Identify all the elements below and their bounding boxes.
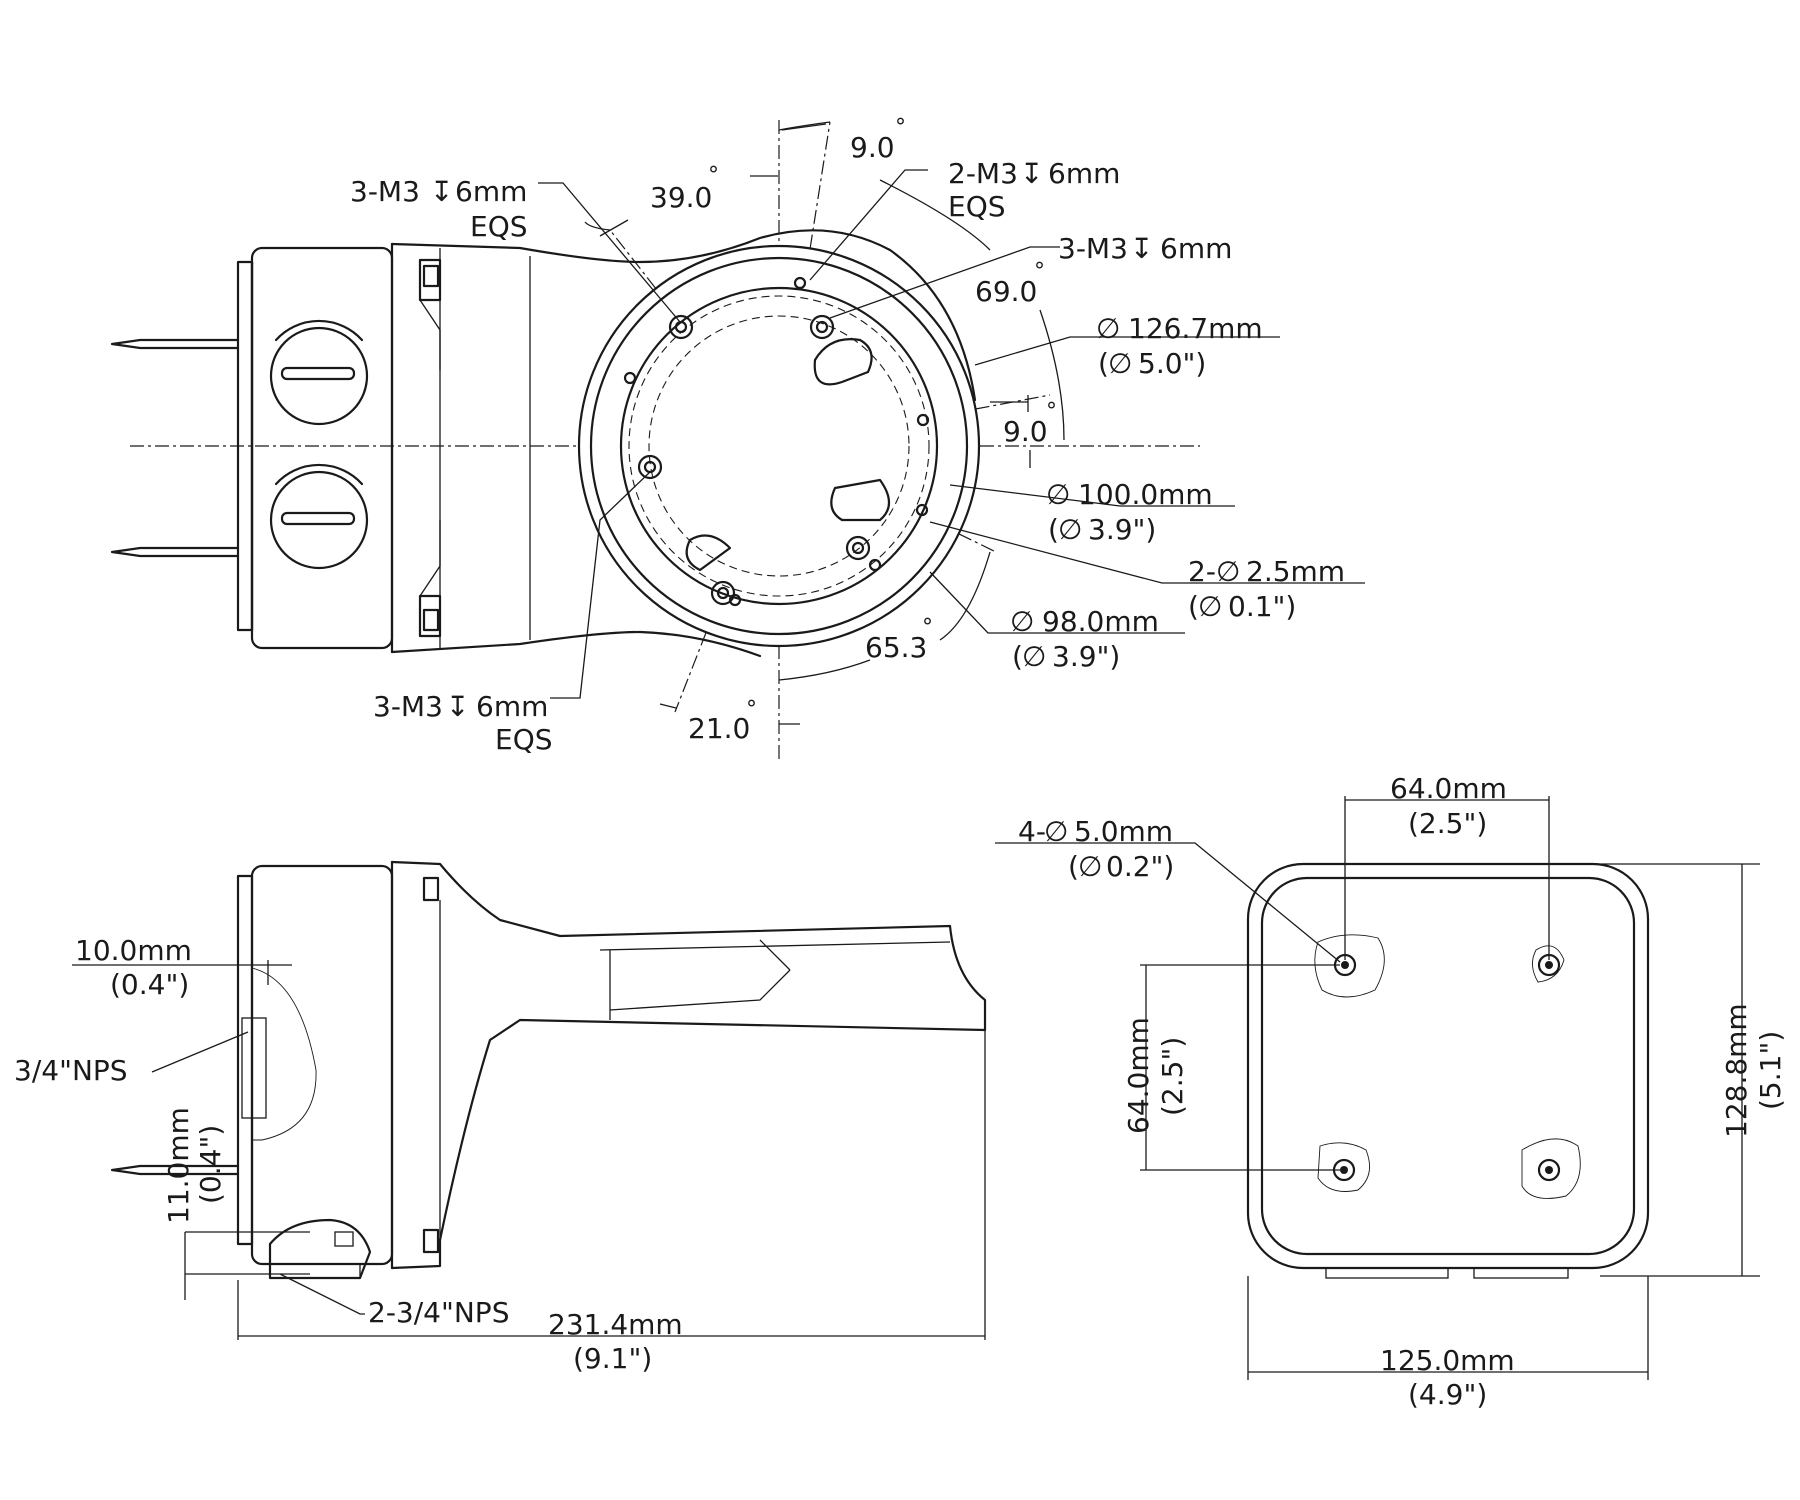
- m3-right-top-depth: 6mm: [1048, 157, 1120, 190]
- diameter-symbol: ∅: [1216, 555, 1240, 588]
- diameter-symbol: ∅: [1010, 605, 1034, 638]
- side-dim-231-in: (9.1"): [573, 1342, 652, 1375]
- m3-left-top-eqs: EQS: [470, 210, 528, 243]
- side-dim-11-in: (0.4"): [194, 1125, 227, 1204]
- screw-cap-bottom: [269, 463, 369, 570]
- back-dim-125-in: (4.9"): [1408, 1378, 1487, 1411]
- diameter-126-mm: 126.7mm: [1128, 312, 1263, 345]
- angle-39: 39.0: [650, 181, 712, 214]
- diameter-25-in: 0.1"): [1228, 590, 1296, 623]
- hole-2-count: 2-: [1188, 555, 1216, 588]
- bottom-conduit-thread: 2-3/4"NPS: [368, 1296, 509, 1329]
- degree-symbol: °: [1034, 259, 1045, 284]
- holes-diameter-in: 0.2"): [1106, 850, 1174, 883]
- diameter-100-in: 3.9"): [1088, 513, 1156, 546]
- m3-left-bottom-depth: 6mm: [476, 690, 548, 723]
- diameter-126-in: 5.0"): [1138, 347, 1206, 380]
- m3-right-top-thread: 2-M3: [948, 157, 1018, 190]
- holes-diameter-mm: 5.0mm: [1074, 815, 1173, 848]
- top-view: 3-M3 ↧ 6mm EQS 9.0 ° 39.0 ° 2-M3 ↧ 6mm E…: [110, 115, 1365, 760]
- back-dim-64-v-mm: 64.0mm: [1122, 1017, 1155, 1134]
- m3-left-bottom-thread: 3-M3: [373, 690, 443, 723]
- angle-9-top: 9.0: [850, 131, 895, 164]
- degree-symbol: °: [922, 615, 933, 640]
- side-dim-231-mm: 231.4mm: [548, 1308, 683, 1341]
- depth-symbol: ↧: [430, 175, 453, 208]
- side-dim-10-mm: 10.0mm: [75, 934, 192, 967]
- diameter-98-paren: (: [1012, 640, 1023, 673]
- back-dim-64-h-in: (2.5"): [1408, 807, 1487, 840]
- diameter-symbol: ∅: [1022, 640, 1046, 673]
- mounting-hole-br: [1521, 1138, 1581, 1199]
- diameter-100-paren: (: [1048, 513, 1059, 546]
- depth-symbol: ↧: [1130, 232, 1153, 265]
- diameter-98-in: 3.9"): [1052, 640, 1120, 673]
- holes-paren: (: [1068, 850, 1079, 883]
- diameter-symbol: ∅: [1044, 815, 1068, 848]
- diameter-symbol: ∅: [1108, 347, 1132, 380]
- m3-left-bottom-eqs: EQS: [495, 723, 553, 756]
- m3-left-top-thread: 3-M3: [350, 175, 420, 208]
- mounting-hole-bl: [1317, 1142, 1371, 1192]
- degree-symbol: °: [746, 697, 757, 722]
- angle-9-right: 9.0: [1003, 415, 1048, 448]
- side-view: 10.0mm (0.4") 3/4"NPS 11.0mm (0.4") 2-3/…: [14, 860, 987, 1375]
- conduit-thread: 3/4"NPS: [14, 1054, 128, 1087]
- angle-69: 69.0: [975, 275, 1037, 308]
- side-dim-11-mm: 11.0mm: [162, 1107, 195, 1224]
- back-dim-125-mm: 125.0mm: [1380, 1344, 1515, 1377]
- angle-65: 65.3: [865, 631, 927, 664]
- degree-symbol: °: [708, 163, 719, 188]
- screw-cap-top: [269, 319, 369, 426]
- diameter-symbol: ∅: [1096, 312, 1120, 345]
- m3-right-depth: 6mm: [1160, 232, 1232, 265]
- diameter-100-mm: 100.0mm: [1078, 478, 1213, 511]
- back-view: 64.0mm (2.5") 4- ∅ 5.0mm ( ∅ 0.2") 64.0m…: [995, 772, 1787, 1411]
- diameter-98-mm: 98.0mm: [1042, 605, 1159, 638]
- m3-left-top-depth: 6mm: [455, 175, 527, 208]
- back-dim-64-v-in: (2.5"): [1156, 1037, 1189, 1116]
- side-dim-10-in: (0.4"): [110, 968, 189, 1001]
- diameter-symbol: ∅: [1078, 850, 1102, 883]
- m3-right-top-eqs: EQS: [948, 190, 1006, 223]
- diameter-symbol: ∅: [1046, 478, 1070, 511]
- depth-symbol: ↧: [1020, 157, 1043, 190]
- depth-symbol: ↧: [446, 690, 469, 723]
- m3-right-thread: 3-M3: [1058, 232, 1128, 265]
- diameter-25-paren: (: [1188, 590, 1199, 623]
- degree-symbol: °: [1046, 399, 1057, 424]
- back-dim-64-h-mm: 64.0mm: [1390, 772, 1507, 805]
- holes-count: 4-: [1018, 815, 1046, 848]
- diameter-symbol: ∅: [1198, 590, 1222, 623]
- mounting-hole-tl: [1314, 934, 1385, 998]
- diameter-25-mm: 2.5mm: [1246, 555, 1345, 588]
- mounting-hole-tr: [1532, 945, 1565, 983]
- angle-21: 21.0: [688, 712, 750, 745]
- degree-symbol: °: [895, 115, 906, 140]
- back-dim-128-in: (5.1"): [1754, 1031, 1787, 1110]
- back-dim-128-mm: 128.8mm: [1720, 1003, 1753, 1138]
- diameter-126-paren: (: [1098, 347, 1109, 380]
- diameter-symbol: ∅: [1058, 513, 1082, 546]
